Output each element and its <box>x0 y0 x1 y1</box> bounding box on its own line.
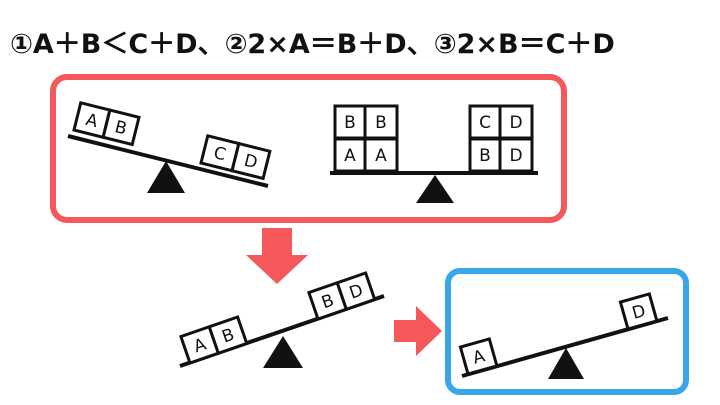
fulcrum-triangle-icon <box>548 348 584 379</box>
weight-box <box>498 137 534 173</box>
weight-label: D <box>509 146 522 166</box>
weight-label: B <box>344 113 356 133</box>
fulcrum-triangle-icon <box>263 336 303 368</box>
weight-label: A <box>471 346 488 369</box>
weight-label: C <box>211 143 227 165</box>
weight-box <box>468 137 502 173</box>
weight-label: B <box>113 117 129 139</box>
weight-box <box>230 141 272 181</box>
fulcrum-triangle-icon <box>416 175 454 203</box>
weight-box <box>333 104 367 140</box>
weight-box <box>363 137 399 173</box>
scale-3: A B B D <box>178 271 385 368</box>
weight-label: D <box>509 113 522 133</box>
weight-box <box>458 337 499 376</box>
weight-label: A <box>84 110 100 132</box>
arrow-right-icon <box>394 306 442 356</box>
weight-label: B <box>479 146 491 166</box>
weight-box <box>335 271 377 312</box>
weight-label: D <box>347 280 366 303</box>
weight-label: D <box>242 151 260 174</box>
weight-label: A <box>375 146 387 166</box>
scale-4: A D <box>458 292 669 379</box>
equation-header: ①A＋B＜C＋D、②2×A＝B＋D、③2×B＝C＋D <box>10 29 615 60</box>
weight-box <box>498 104 534 140</box>
scale-1: A B C D <box>67 101 272 193</box>
weight-label: D <box>630 301 648 324</box>
weight-label: B <box>375 113 387 133</box>
weight-box <box>618 292 659 331</box>
arrow-down-icon <box>246 228 308 284</box>
fulcrum-triangle-icon <box>147 161 185 193</box>
weight-label: C <box>479 113 491 133</box>
weight-label: A <box>344 146 356 166</box>
weight-box <box>363 104 399 140</box>
red-frame <box>50 74 567 223</box>
weight-box <box>468 104 502 140</box>
weight-box <box>207 315 249 356</box>
weight-box <box>101 108 141 147</box>
blue-frame <box>445 268 689 395</box>
beam <box>67 134 269 188</box>
scale-2: B B A A C D B D <box>330 104 538 203</box>
